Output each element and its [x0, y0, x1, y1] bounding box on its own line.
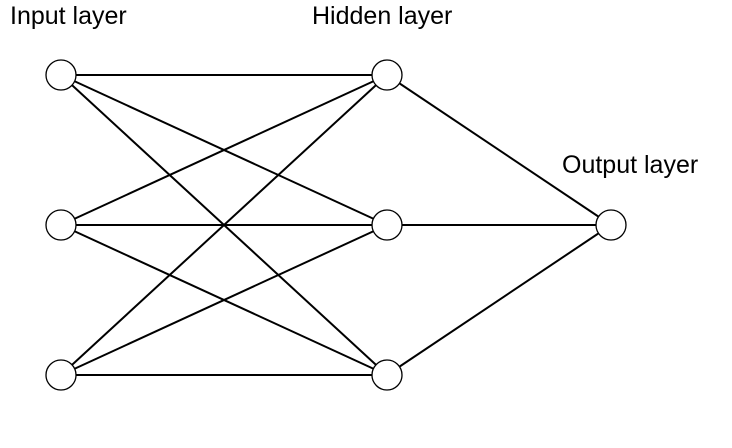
output-layer-label: Output layer [562, 151, 698, 179]
connection-hidden-1-to-output-1 [386, 74, 612, 226]
connection-input-3-to-hidden-2 [60, 224, 388, 376]
connections [60, 74, 612, 376]
connection-hidden-3-to-output-1 [386, 224, 612, 376]
input-neuron-2 [45, 209, 77, 241]
neurons [45, 59, 627, 391]
connection-input-3-to-hidden-1 [60, 74, 388, 376]
output-neuron-1 [595, 209, 627, 241]
input-neuron-3 [45, 359, 77, 391]
input-layer-label: Input layer [10, 2, 127, 30]
hidden-layer-label: Hidden layer [312, 2, 452, 30]
hidden-neuron-2 [371, 209, 403, 241]
hidden-neuron-3 [371, 359, 403, 391]
input-neuron-1 [45, 59, 77, 91]
connection-input-2-to-hidden-1 [60, 74, 388, 226]
hidden-neuron-1 [371, 59, 403, 91]
